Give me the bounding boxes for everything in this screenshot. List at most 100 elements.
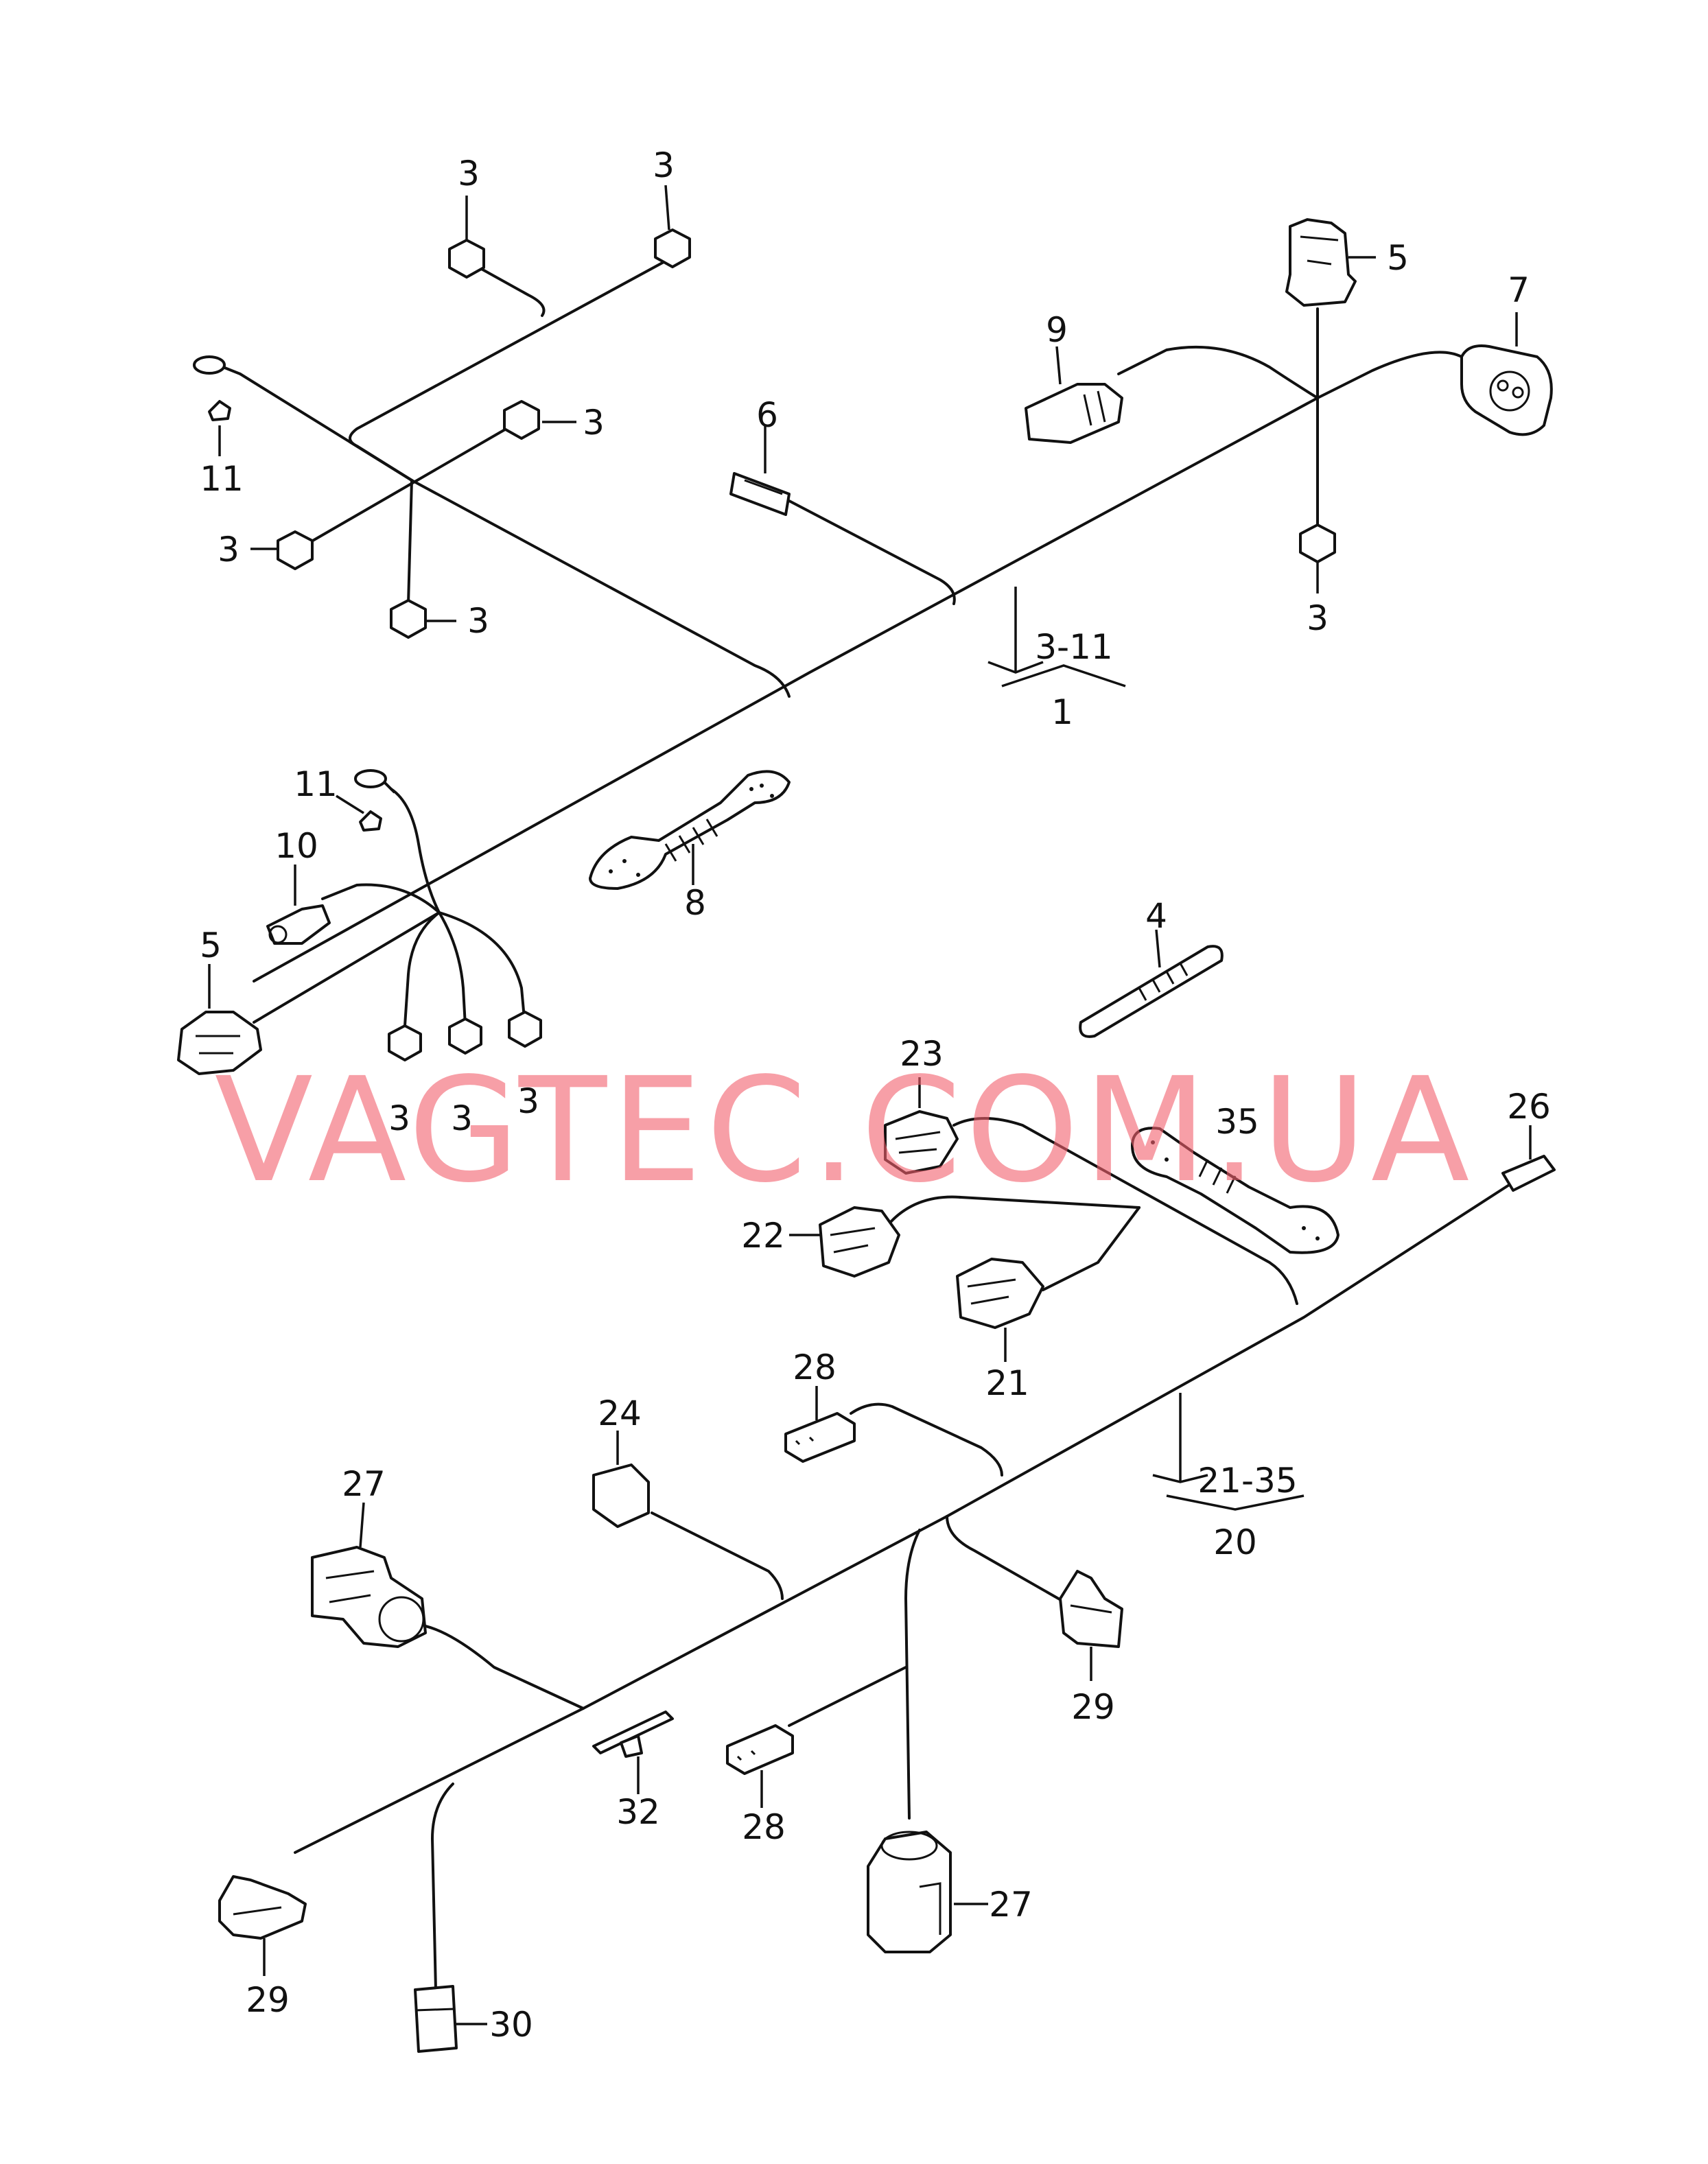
connector-5-lower[interactable] [177,1011,262,1075]
branch-22-wire [884,1195,1140,1230]
branch-28-lower-wire [788,1666,907,1727]
ring-terminal-lower[interactable] [354,769,396,832]
callout-labels: 3 3 3 3 3 3 5 7 9 6 11 3-11 1 11 10 8 5 … [200,145,1551,2045]
label-11-lower: 11 [294,764,338,804]
label-29-right: 29 [1071,1687,1115,1727]
label-24: 24 [598,1393,642,1433]
upper-left-branch-wire [410,479,791,698]
label-32: 32 [616,1792,660,1832]
label-35: 35 [1215,1102,1259,1142]
connector-26[interactable] [1501,1155,1556,1192]
label-3-top-right: 3 [653,145,675,185]
connector-24[interactable] [592,1463,650,1528]
label-1-assembly: 1 [1051,692,1073,732]
label-22: 22 [741,1216,785,1256]
connector-7[interactable] [1460,344,1553,436]
branch-21-wire [1042,1206,1140,1291]
fan-11-wire [390,788,441,914]
top-branch-wire [349,256,674,482]
label-5-lower: 5 [200,926,222,965]
label-3-11-range: 3-11 [1035,627,1112,667]
fan-3c-wire [438,911,526,1027]
label-27-lower: 27 [989,1885,1033,1925]
connector-21[interactable] [956,1258,1044,1329]
label-20-assembly: 20 [1213,1522,1257,1562]
grommet-35[interactable] [1131,1127,1340,1254]
connector-9-wire [1117,345,1319,399]
cross-branch-wire [297,421,519,550]
label-30: 30 [489,2005,533,2045]
down-branch-wire [407,479,413,605]
branch-28-upper-wire [850,1402,1003,1477]
top-left-3-wire [465,259,546,317]
connector-29-left[interactable] [218,1875,307,1940]
ring-terminal-upper[interactable] [193,355,241,421]
connector-5-top[interactable] [1285,218,1357,307]
connector-30[interactable] [414,1985,458,2053]
label-28-lower: 28 [742,1807,786,1847]
connector-23[interactable] [884,1110,959,1175]
connector-27-upper[interactable] [311,1546,427,1648]
label-29-left: 29 [246,1980,290,2020]
label-3-fan-b: 3 [451,1098,473,1138]
label-9: 9 [1046,310,1068,350]
connector-28-upper[interactable] [784,1412,856,1463]
connector-6[interactable] [729,472,791,516]
connector-22[interactable] [819,1206,900,1278]
fan-5-wire [253,911,441,1024]
branch-down-wire [904,1529,921,1820]
branch-24-wire [651,1512,784,1600]
label-7: 7 [1508,270,1530,310]
label-3-bottom: 3 [467,601,489,641]
label-10: 10 [274,826,318,866]
grommet-3-fan-b[interactable] [448,1018,482,1055]
watermark-text: VAGTEC.COM.UA [214,1046,1473,1214]
label-27-upper: 27 [342,1464,386,1504]
clip-32[interactable] [592,1710,674,1758]
connector-27-lower[interactable] [867,1831,952,1953]
grommet-3-mid-left[interactable] [277,530,314,570]
grommet-3-bottom[interactable] [390,599,427,639]
grommet-3-top-left[interactable] [448,239,485,279]
branch-29-right-wire [946,1515,1072,1607]
upper-harness [177,218,1553,1075]
grommet-3-mid-right[interactable] [503,400,540,440]
label-3-fan-c: 3 [517,1081,539,1121]
fan-3b-wire [438,911,467,1027]
label-3-right-side: 3 [1307,598,1329,638]
branch-27-upper-wire [424,1625,585,1710]
clip-11-upper [208,400,231,421]
label-6: 6 [756,395,778,435]
grommet-3-fan-c[interactable] [508,1011,542,1048]
label-28-upper: 28 [793,1348,837,1387]
grommet-3-right-side[interactable] [1299,524,1336,563]
label-4: 4 [1145,896,1167,936]
leader-lines [208,185,1532,2025]
fan-3a-wire [403,911,441,1027]
label-23: 23 [900,1034,944,1074]
grommet-8[interactable] [589,770,791,890]
lower-harness [218,1110,1556,2053]
connector-9[interactable] [1025,383,1123,444]
label-26: 26 [1507,1087,1551,1127]
fan-10-wire [321,883,441,914]
label-5-top: 5 [1387,238,1409,278]
label-8: 8 [684,883,706,923]
label-3-top-left: 3 [458,154,480,193]
grommet-3-fan-a[interactable] [388,1024,422,1061]
connector-7-wire [1316,351,1463,399]
corrugated-sleeve-4[interactable] [1079,945,1224,1038]
branch-23-wire [952,1117,1298,1305]
connector-10[interactable] [266,904,331,945]
label-21-35-range: 21-35 [1197,1461,1297,1501]
connector-29-right[interactable] [1059,1570,1123,1648]
label-11-upper: 11 [200,459,244,499]
upper-trunk-wire [253,397,1319,983]
label-3-mid-right: 3 [583,403,605,443]
label-3-mid-left: 3 [218,530,239,569]
branch-30-wire [431,1783,454,1991]
connector-28-lower[interactable] [726,1724,794,1775]
grommet-3-top-right[interactable] [654,228,691,268]
label-3-fan-a: 3 [388,1098,410,1138]
